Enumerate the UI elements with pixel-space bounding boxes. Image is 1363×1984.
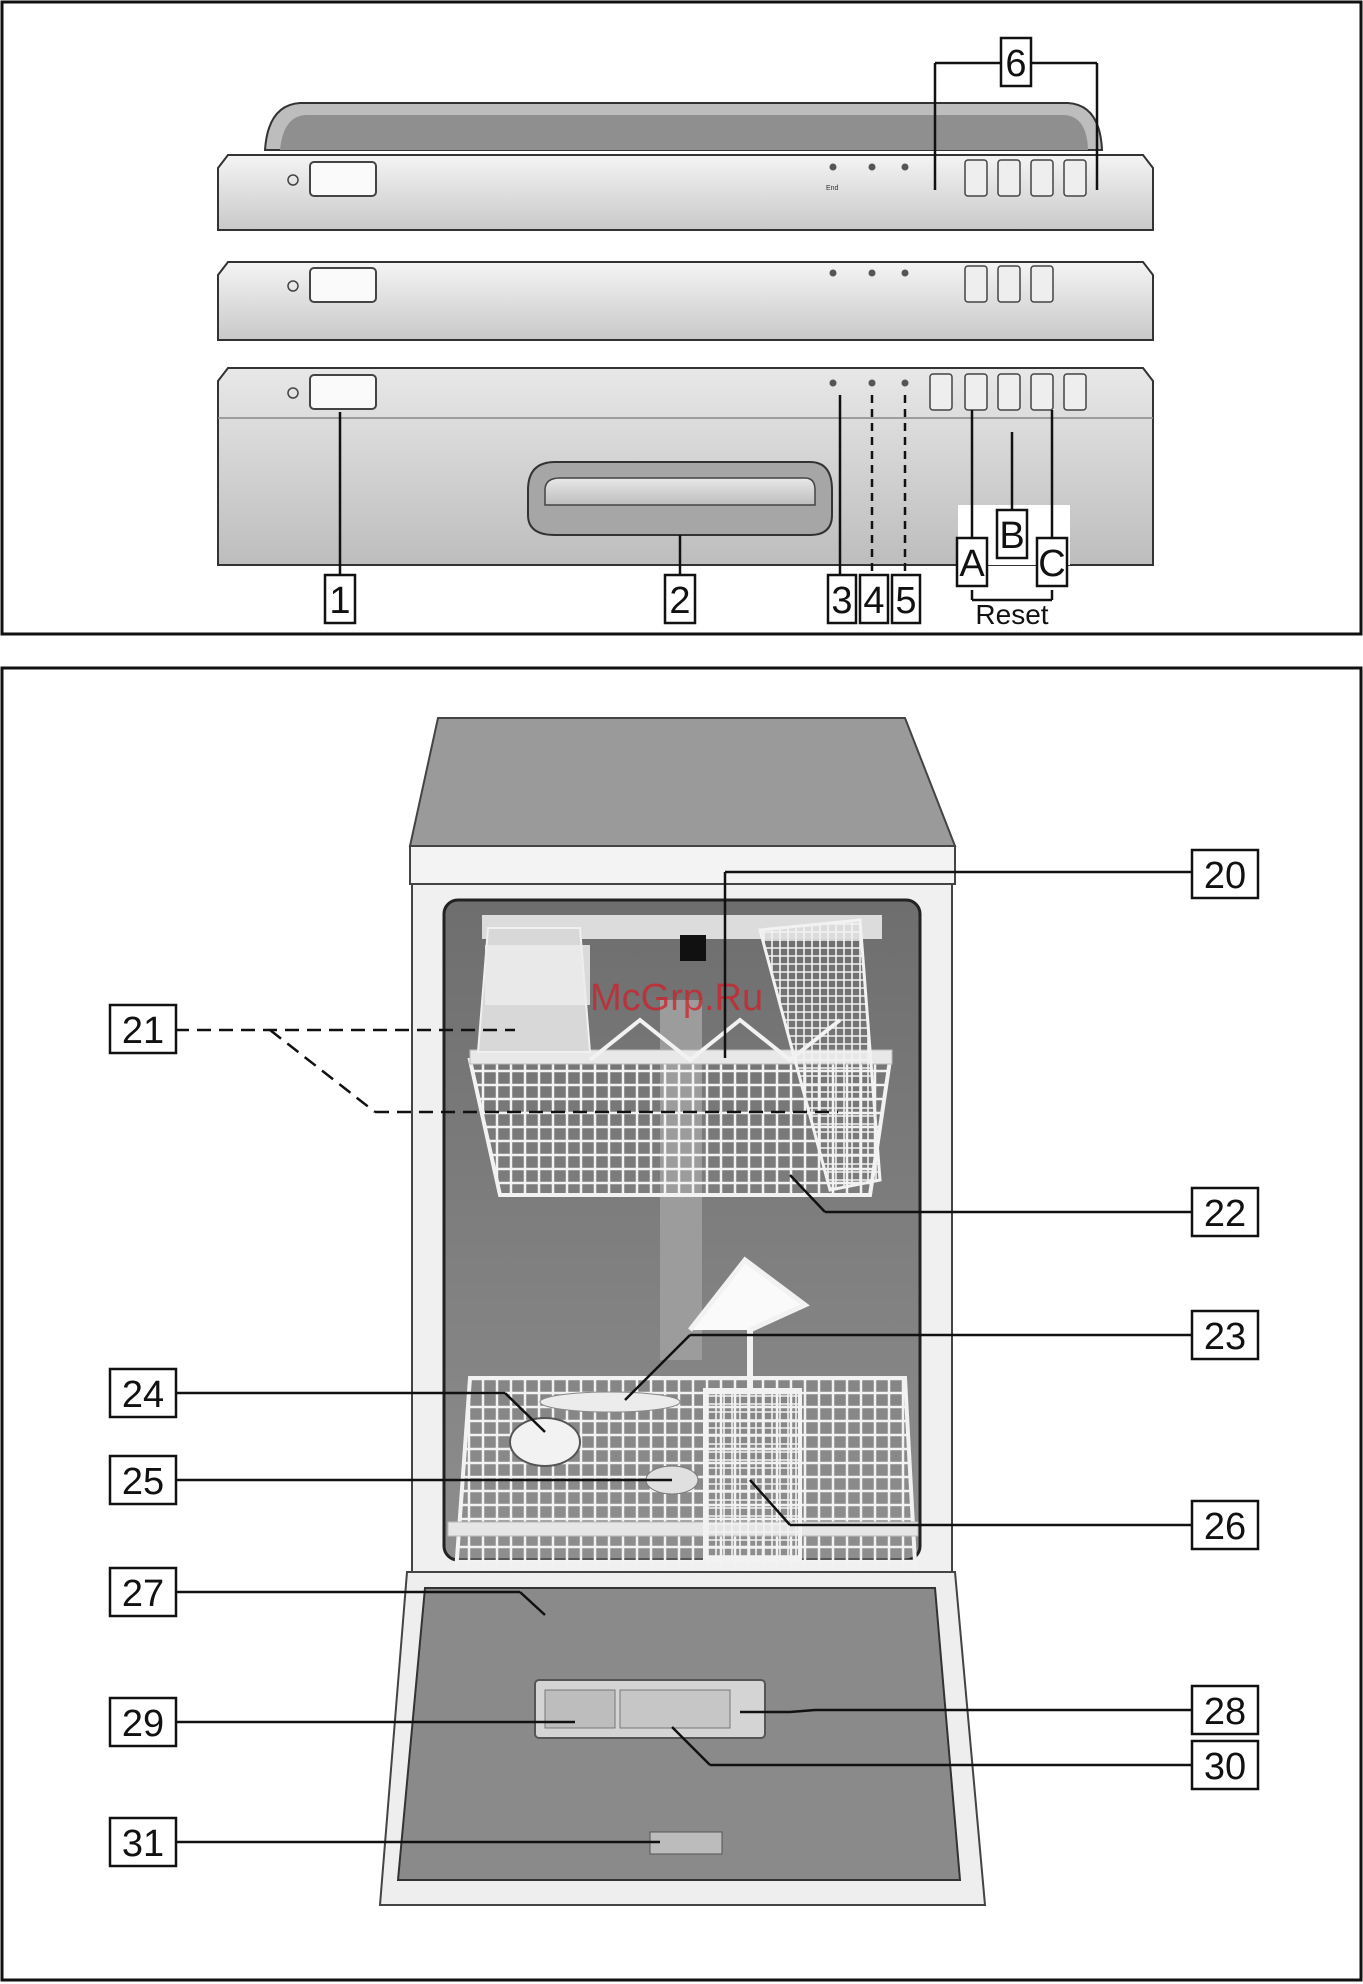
led-salt (902, 164, 909, 171)
reset-label: Reset (975, 599, 1048, 630)
callout-a-label: A (959, 543, 985, 585)
rating-plate (650, 1832, 722, 1854)
callout-25-label: 25 (122, 1461, 164, 1503)
program-button-1 (965, 160, 987, 196)
callout-24-label: 24 (122, 1374, 164, 1416)
callout-25: 25 (110, 1456, 176, 1504)
callout-21-label: 21 (122, 1010, 164, 1052)
led-end-label: End (826, 185, 839, 192)
callout-c-label: C (1038, 543, 1065, 585)
callout-2-label: 2 (669, 580, 690, 622)
upper-basket (470, 915, 892, 1195)
callout-31: 31 (110, 1818, 176, 1866)
callout-21: 21 (110, 1005, 176, 1053)
callout-29: 29 (110, 1698, 176, 1746)
callout-6: 6 (1001, 38, 1031, 86)
program-button-3 (998, 374, 1020, 410)
callout-31-label: 31 (122, 1823, 164, 1865)
callout-23-label: 23 (1204, 1316, 1246, 1358)
control-panel-variant-1: End (218, 155, 1153, 230)
callout-28-label: 28 (1204, 1691, 1246, 1733)
callout-1-label: 1 (329, 580, 350, 622)
callout-5-label: 5 (895, 580, 916, 622)
led-rinse-aid (869, 270, 876, 277)
program-button-4 (1064, 160, 1086, 196)
callout-26-label: 26 (1204, 1506, 1246, 1548)
callout-30: 30 (1192, 1741, 1258, 1789)
display-window (310, 162, 376, 196)
led-rinse-aid (869, 380, 876, 387)
callout-b: B (997, 510, 1027, 558)
callout-22-label: 22 (1204, 1193, 1246, 1235)
led-end (830, 380, 837, 387)
led-salt (902, 380, 909, 387)
callout-20: 20 (1192, 850, 1258, 898)
callout-29-label: 29 (122, 1703, 164, 1745)
program-button-4 (1031, 374, 1053, 410)
led-salt (902, 270, 909, 277)
callout-26: 26 (1192, 1501, 1258, 1549)
callout-2: 2 (665, 575, 695, 623)
callout-b-label: B (999, 515, 1024, 557)
control-panel-variant-2 (218, 262, 1153, 340)
callout-5: 5 (892, 575, 920, 623)
program-button-2 (998, 266, 1020, 302)
program-button-5 (1064, 374, 1086, 410)
callout-27-label: 27 (122, 1573, 164, 1615)
program-button-3 (1031, 160, 1053, 196)
watermark: McGrp.Ru (590, 977, 763, 1019)
program-button-3 (1031, 266, 1053, 302)
program-button-1 (965, 266, 987, 302)
callout-4-label: 4 (863, 580, 884, 622)
led-end (830, 270, 837, 277)
led-end (830, 164, 837, 171)
callout-3: 3 (828, 575, 856, 623)
callout-24: 24 (110, 1369, 176, 1417)
callout-20-label: 20 (1204, 855, 1246, 897)
display-window (310, 268, 376, 302)
callout-22: 22 (1192, 1188, 1258, 1236)
callout-4: 4 (860, 575, 888, 623)
program-button-2 (965, 374, 987, 410)
callout-a: A (957, 538, 987, 586)
callout-30-label: 30 (1204, 1746, 1246, 1788)
display-window (310, 375, 376, 409)
callout-23: 23 (1192, 1311, 1258, 1359)
worktop (410, 718, 955, 846)
program-button-2 (998, 160, 1020, 196)
program-button-1 (930, 374, 952, 410)
led-rinse-aid (869, 164, 876, 171)
callout-6-label: 6 (1005, 43, 1026, 85)
callout-28: 28 (1192, 1686, 1258, 1734)
callout-3-label: 3 (831, 580, 852, 622)
callout-c: C (1037, 538, 1067, 586)
callout-27: 27 (110, 1568, 176, 1616)
callout-1: 1 (325, 575, 355, 623)
